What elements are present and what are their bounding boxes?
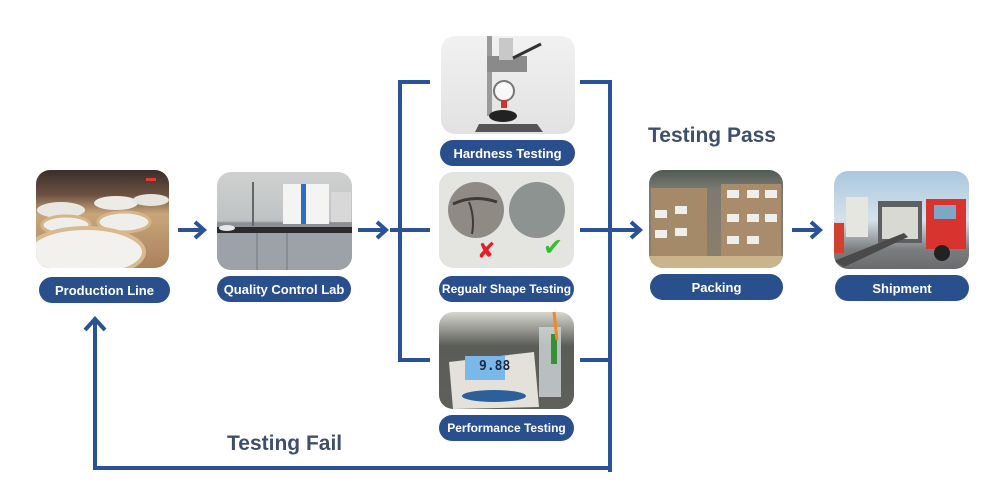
arrow-up-icon xyxy=(83,316,107,332)
branch-line xyxy=(390,228,430,232)
trays-illustration xyxy=(36,178,169,268)
hardness-testing-label: Hardness Testing xyxy=(440,140,575,166)
shipment-label: Shipment xyxy=(835,275,969,301)
lab-bench-illustration xyxy=(217,182,352,270)
production-line-photo xyxy=(36,170,169,268)
hardness-testing-photo xyxy=(441,36,575,134)
production-line-label: Production Line xyxy=(39,277,170,303)
performance-testing-label: Performance Testing xyxy=(439,415,574,441)
meter-reading: 9.88 xyxy=(479,359,511,374)
fail-mark-icon: ✘ xyxy=(477,238,496,263)
quality-control-lab-photo xyxy=(217,172,352,270)
fail-loop-line xyxy=(93,466,612,470)
branch-line xyxy=(398,80,402,362)
regular-shape-testing-photo: ✘ ✔ xyxy=(439,172,574,268)
hardness-tester-illustration xyxy=(475,36,543,132)
merge-line xyxy=(608,80,612,472)
performance-testing-photo: 9.88 xyxy=(439,312,574,409)
packing-photo xyxy=(649,170,783,268)
pallets-illustration xyxy=(649,184,783,268)
pass-mark-icon: ✔ xyxy=(543,234,564,261)
quality-control-lab-label: Quality Control Lab xyxy=(217,276,351,302)
ph-meter-illustration xyxy=(449,312,561,409)
arrow-right-icon xyxy=(178,220,208,240)
truck-illustration xyxy=(834,197,966,267)
arrow-right-icon xyxy=(358,220,390,240)
testing-fail-label: Testing Fail xyxy=(227,432,343,455)
arrow-right-icon xyxy=(612,220,644,240)
merge-line xyxy=(580,228,612,232)
fail-loop-line xyxy=(93,322,97,470)
ball-comparison-illustration xyxy=(448,182,565,238)
shipment-photo xyxy=(834,171,969,269)
branch-line xyxy=(398,80,430,84)
arrow-right-icon xyxy=(792,220,824,240)
packing-label: Packing xyxy=(650,274,783,300)
merge-line xyxy=(580,80,612,84)
regular-shape-testing-label: Regualr Shape Testing xyxy=(439,276,574,302)
testing-pass-label: Testing Pass xyxy=(648,124,776,147)
branch-line xyxy=(398,358,430,362)
merge-line xyxy=(580,358,612,362)
